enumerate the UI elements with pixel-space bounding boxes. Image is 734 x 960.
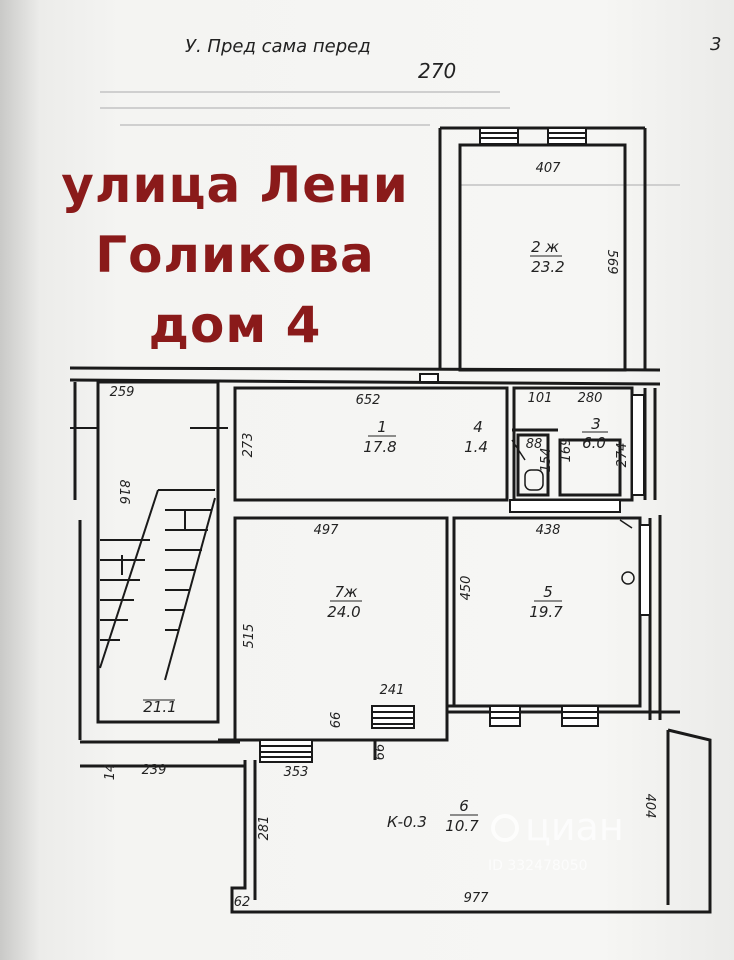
dim-977: 977 — [464, 891, 490, 906]
stair-outline — [96, 380, 220, 724]
room-7-outline — [233, 516, 449, 742]
dim-241: 241 — [380, 683, 405, 698]
windows — [259, 127, 651, 763]
dim-154: 154 — [539, 448, 554, 473]
room-6-area: 10.7 — [445, 817, 479, 835]
watermark-brand: циан — [525, 805, 624, 849]
staircase-icon — [70, 427, 228, 681]
header-number: 270 — [418, 59, 456, 83]
dim-438: 438 — [536, 523, 561, 538]
headline-line-1: улица Лени — [61, 156, 409, 214]
dim-101: 101 — [528, 391, 553, 406]
address-headline: улица Лени Голикова дом 4 — [30, 150, 440, 360]
room-5-name: 5 — [543, 583, 553, 601]
room-1-outline — [233, 386, 509, 502]
room-1-area: 17.8 — [363, 438, 396, 456]
dim-280: 280 — [578, 391, 603, 406]
room-1-name: 1 — [377, 418, 387, 436]
dim-407: 407 — [536, 161, 562, 176]
dim-450: 450 — [459, 576, 474, 601]
basement-label: К-0.3 — [387, 813, 427, 831]
dim-515: 515 — [242, 624, 257, 649]
room-7-name: 7ж — [334, 583, 358, 601]
dim-239: 239 — [142, 763, 167, 778]
room-4-name: 4 — [473, 418, 483, 436]
dim-88: 88 — [526, 437, 543, 452]
dim-273: 273 — [241, 433, 256, 458]
dim-404: 404 — [642, 794, 657, 819]
faded-text-lines — [100, 91, 680, 186]
fixtures — [511, 439, 635, 585]
dim-66-upper: 66 — [329, 712, 344, 729]
dim-497: 497 — [314, 523, 340, 538]
room-3-area: 6.0 — [582, 434, 606, 452]
stair-area: 21.1 — [143, 698, 176, 716]
headline-line-2: Голикова — [95, 226, 375, 284]
dim-169: 169 — [559, 438, 574, 463]
dim-14: 14 — [103, 764, 118, 781]
dim-281: 281 — [257, 816, 272, 841]
watermark-id: ID 332478050 — [488, 858, 588, 874]
dim-62: 62 — [234, 895, 251, 910]
dim-816: 816 — [116, 480, 131, 505]
dim-353: 353 — [284, 765, 309, 780]
dim-569: 569 — [604, 250, 619, 275]
page-number: 3 — [710, 34, 721, 55]
dim-259: 259 — [110, 385, 135, 400]
cian-watermark: циан ID 332478050 — [488, 805, 624, 874]
room-7-area: 24.0 — [327, 603, 360, 621]
cian-logo-icon — [491, 814, 519, 842]
room-2-name: 2 ж — [531, 238, 559, 256]
walls — [69, 126, 712, 914]
dim-66-lower: 66 — [373, 744, 388, 761]
header-faint-text: У. Пред сама перед — [185, 36, 371, 57]
room-2-area: 23.2 — [531, 258, 564, 276]
room-5-area: 19.7 — [529, 603, 563, 621]
room-3-name: 3 — [591, 415, 601, 433]
room-4-area: 1.4 — [464, 438, 488, 456]
dim-652: 652 — [356, 393, 381, 408]
headline-line-3: дом 4 — [148, 296, 322, 354]
dim-274: 274 — [615, 443, 630, 468]
room-6-name: 6 — [459, 797, 469, 815]
